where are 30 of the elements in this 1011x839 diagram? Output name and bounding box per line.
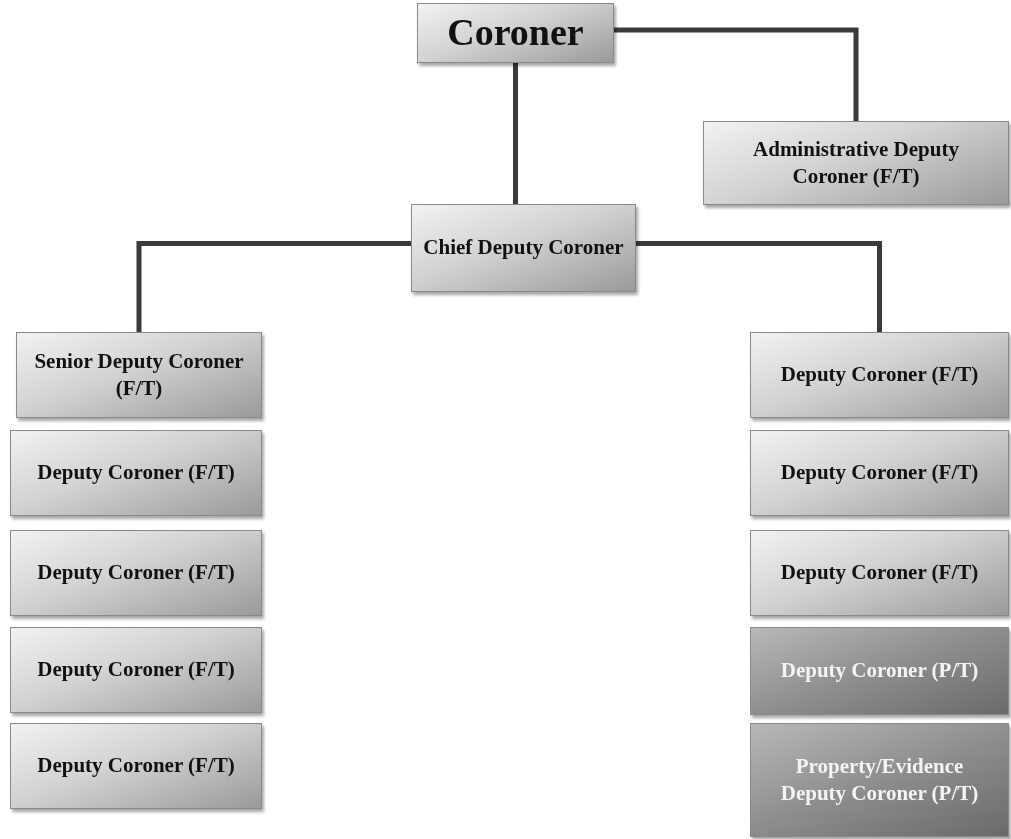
org-box: [16, 332, 262, 418]
org-box: [417, 3, 614, 63]
role-title: Deputy Coroner (P/T): [780, 657, 979, 685]
role-title: Deputy Coroner (F/T): [37, 559, 235, 587]
org-box: [750, 627, 1009, 715]
connector-line: [513, 63, 518, 204]
connector-line: [636, 241, 882, 332]
role-title: Deputy Coroner (F/T): [37, 656, 235, 684]
org-box: [703, 121, 1009, 205]
role-title: Chief Deputy Coroner: [423, 234, 624, 262]
role-title: Deputy Coroner (F/T): [780, 459, 979, 487]
role-title: Deputy Coroner (F/T): [780, 361, 979, 389]
role-title: Deputy Coroner (F/T): [37, 752, 235, 780]
role-title: Senior Deputy Coroner (F/T): [33, 347, 245, 402]
role-title: Deputy Coroner (F/T): [780, 559, 979, 587]
role-title: Administrative Deputy Coroner (F/T): [752, 135, 960, 190]
role-title: Deputy Coroner (F/T): [37, 459, 235, 487]
org-box: [750, 430, 1009, 516]
org-box: [10, 530, 262, 616]
org-box: [750, 332, 1009, 418]
org-box: [10, 627, 262, 713]
org-box: [10, 723, 262, 809]
connector-line: [614, 27, 859, 121]
connector-line: [136, 241, 411, 332]
role-title: Coroner: [447, 10, 584, 56]
role-title: Property/Evidence Deputy Coroner (P/T): [779, 752, 980, 807]
org-box: [750, 723, 1009, 837]
org-box: [411, 204, 636, 292]
org-box: [750, 530, 1009, 616]
org-box: [10, 430, 262, 516]
